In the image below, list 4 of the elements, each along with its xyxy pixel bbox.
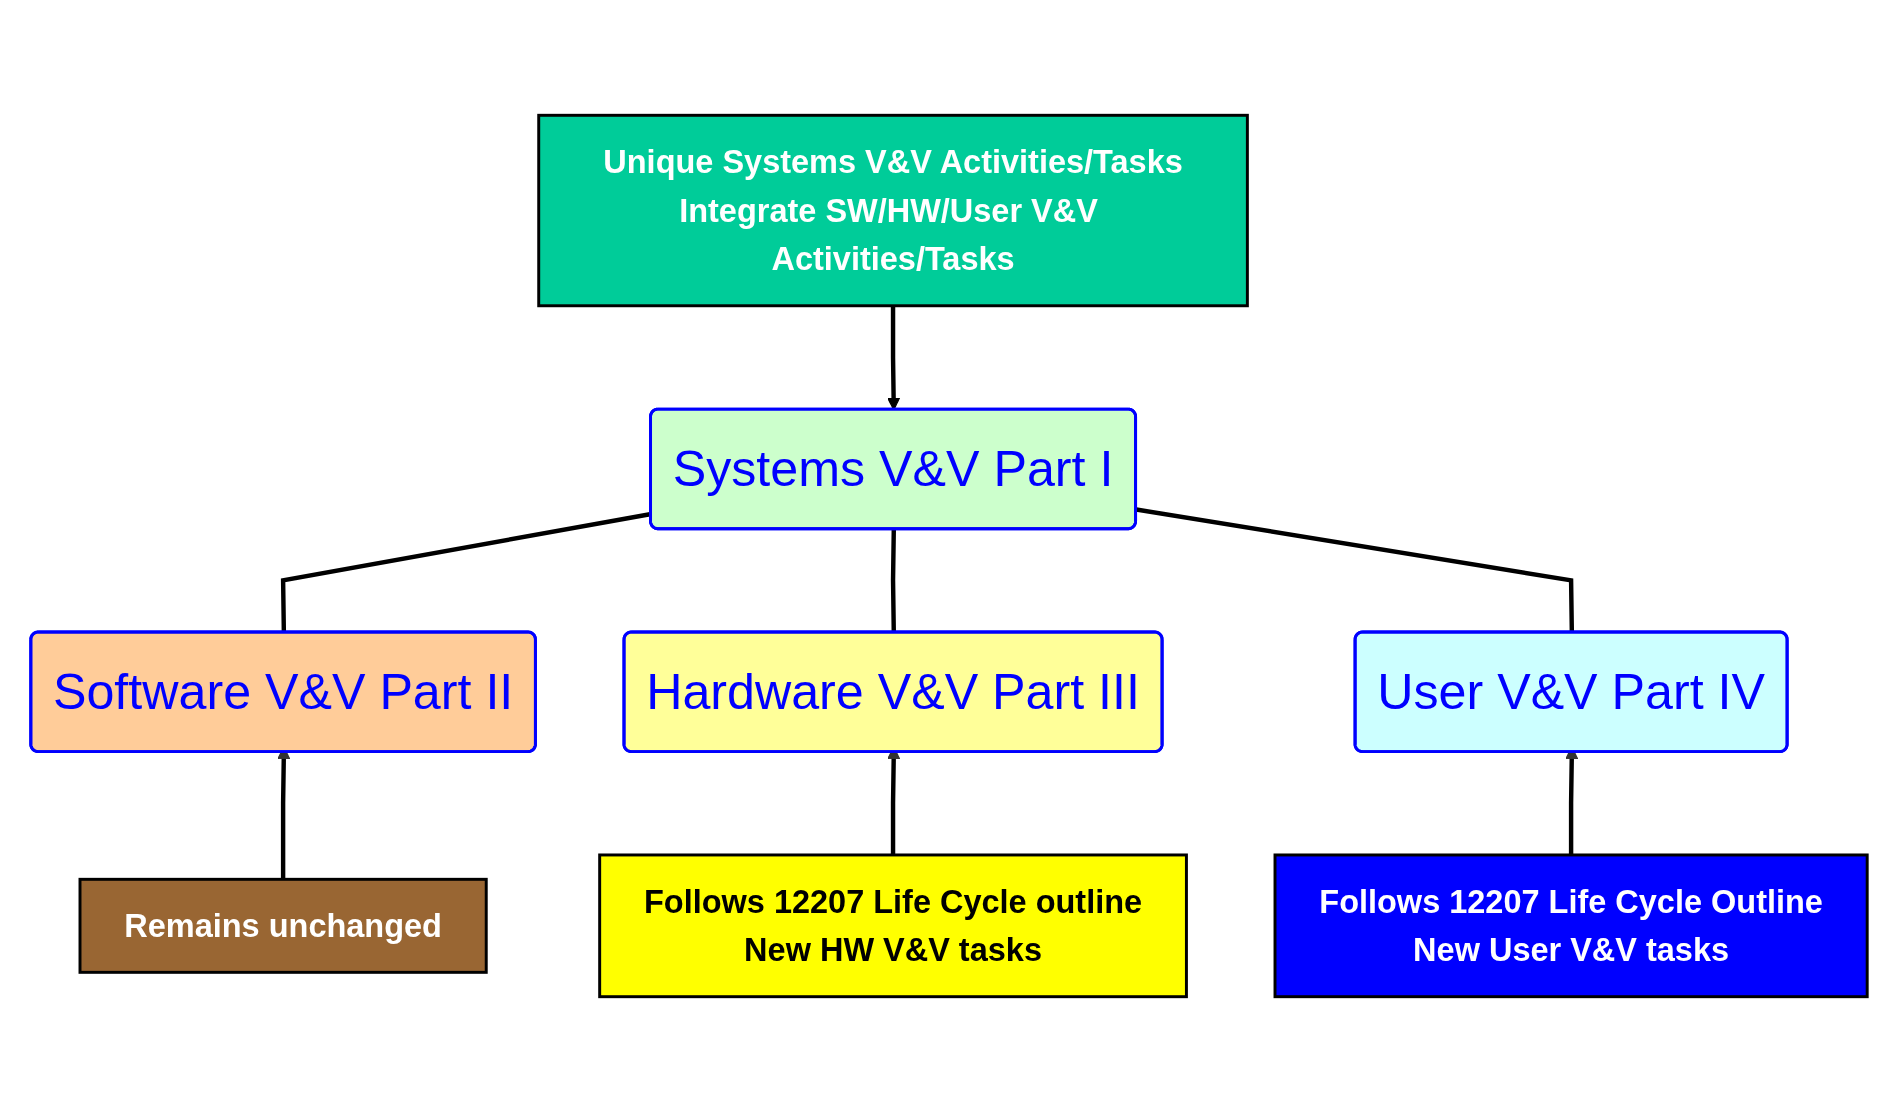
node-box: Follows 12207 Life Cycle outline New HW V&V tasks (597, 853, 1188, 998)
node-box: Follows 12207 Life Cycle Outline New User V&V tasks (1273, 853, 1869, 998)
node-box: Unique Systems V&V Activities/Tasks Integrate SW/HW/User V&V Activities/Tasks (536, 113, 1249, 307)
node-box: Remains unchanged (78, 877, 488, 974)
